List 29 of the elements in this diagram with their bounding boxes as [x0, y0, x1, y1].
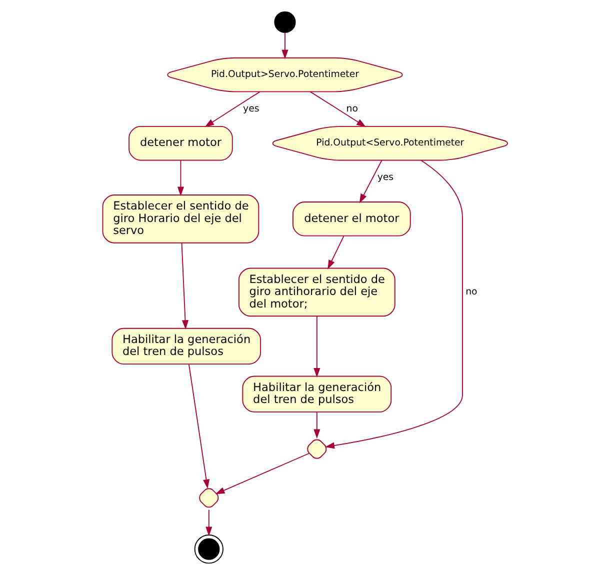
node-circle [274, 11, 296, 33]
node-box: detener el motor [292, 202, 410, 236]
arrow [205, 509, 212, 536]
node-box: Habilitar la generación del tren de pulsos [111, 328, 261, 365]
node-diamond [306, 439, 326, 459]
arrow [309, 91, 366, 128]
edge-label: no [346, 103, 358, 114]
arrow [180, 242, 188, 330]
arrow [204, 91, 260, 128]
arrow [324, 160, 462, 449]
edge-label: yes [376, 172, 394, 183]
arrow [358, 160, 382, 204]
node-box: Establecer el sentido de giro antihorario del eje del motor; [238, 268, 395, 317]
arrow [327, 236, 344, 270]
edge-label: yes [242, 103, 259, 114]
edge-label: no [465, 286, 477, 298]
node-box: detener motor [128, 126, 232, 161]
arrow [214, 452, 310, 494]
arrow [313, 316, 320, 378]
arrow [176, 160, 184, 196]
node-circle [194, 534, 223, 564]
node-box: Habilitar la generación del tren de pulsos [242, 376, 392, 412]
arrow [313, 412, 320, 439]
arrow [281, 32, 288, 60]
arrow [188, 364, 210, 489]
node-ellipse: Pid.Output<Servo.Potentimeter [272, 126, 508, 161]
node-diamond [198, 488, 218, 508]
node-box: Establecer el sentido de giro Horario del eje del servo [102, 194, 259, 244]
node-ellipse: Pid.Output>Servo.Potentimeter [166, 57, 402, 92]
